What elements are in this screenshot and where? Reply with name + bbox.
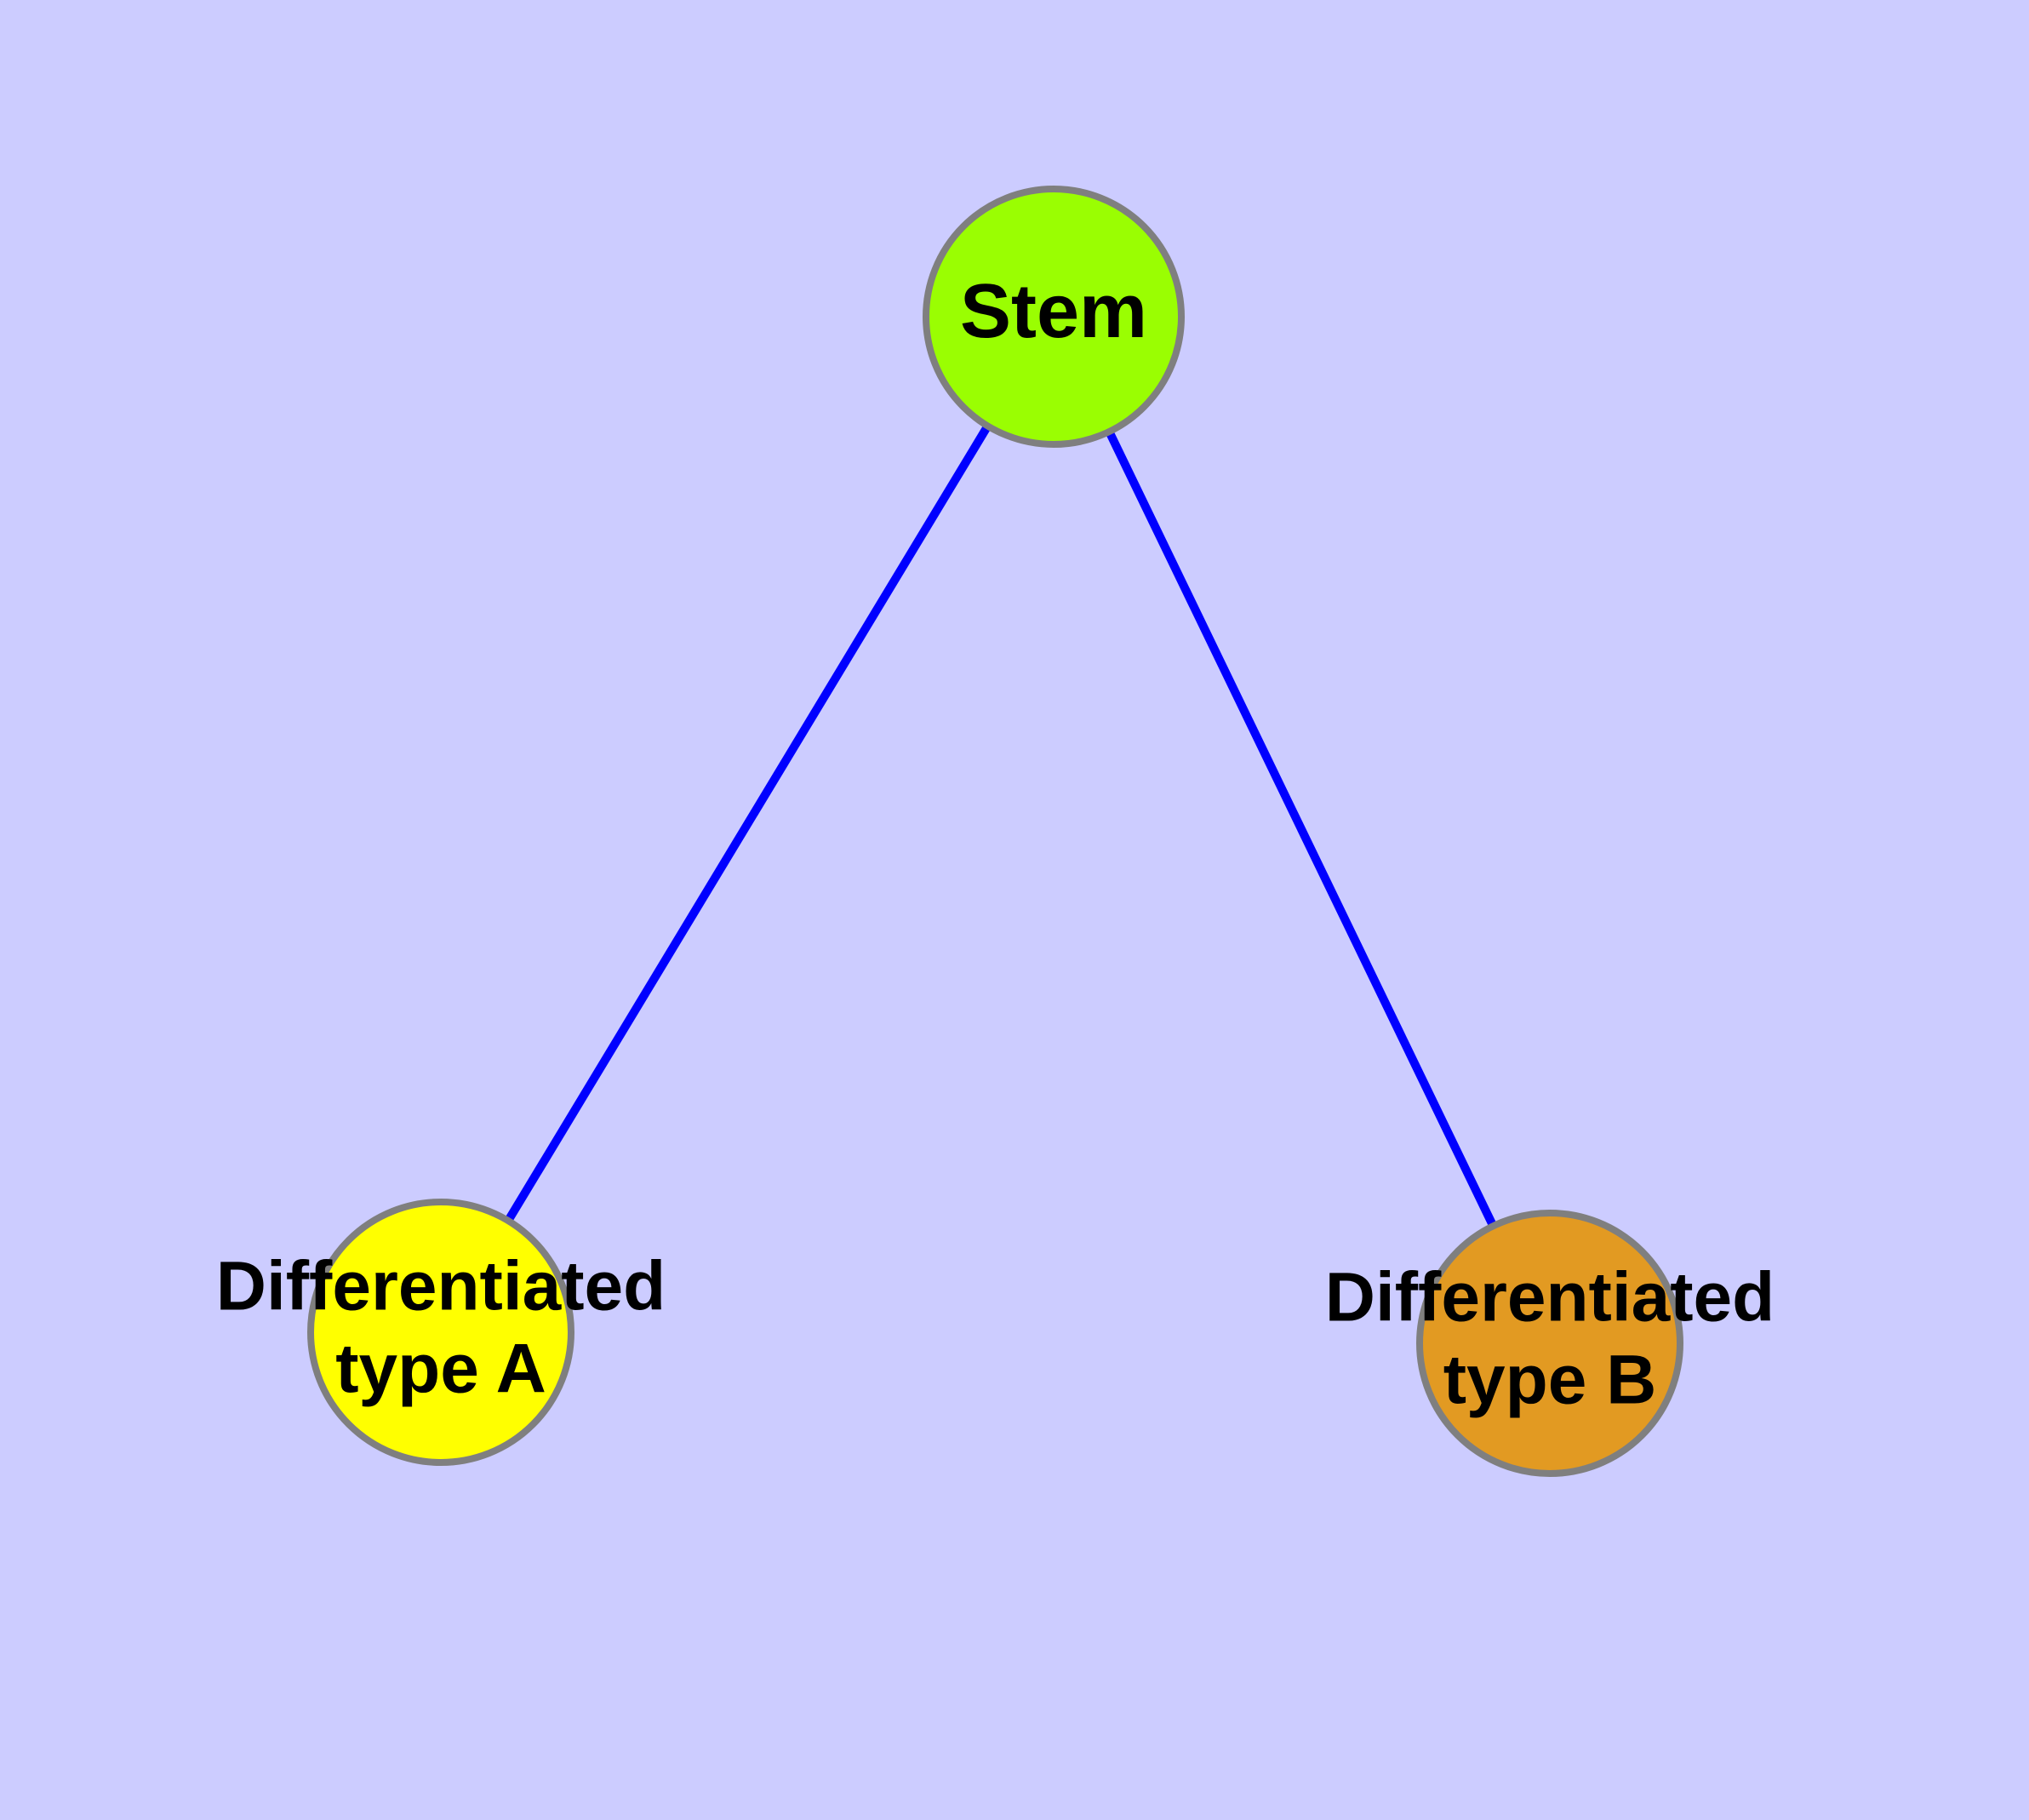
node-label-line: Stem (960, 269, 1147, 354)
graph-node-diff_a[interactable] (307, 1199, 574, 1466)
edges-layer (503, 422, 1498, 1230)
node-label-line: type A (335, 1330, 546, 1407)
nodes-layer (307, 186, 1683, 1477)
graph-node-label-stem: Stem (960, 269, 1147, 354)
graph-node-stem[interactable] (923, 186, 1185, 448)
graph-edge-stem-to-diff_b (1104, 428, 1498, 1230)
node-label-line: type B (1443, 1341, 1657, 1418)
graph-edge-stem-to-diff_a (503, 422, 992, 1225)
node-label-line: Differentiated (1325, 1258, 1775, 1336)
node-label-line: Differentiated (216, 1247, 666, 1325)
graph-node-diff_b[interactable] (1416, 1210, 1683, 1477)
